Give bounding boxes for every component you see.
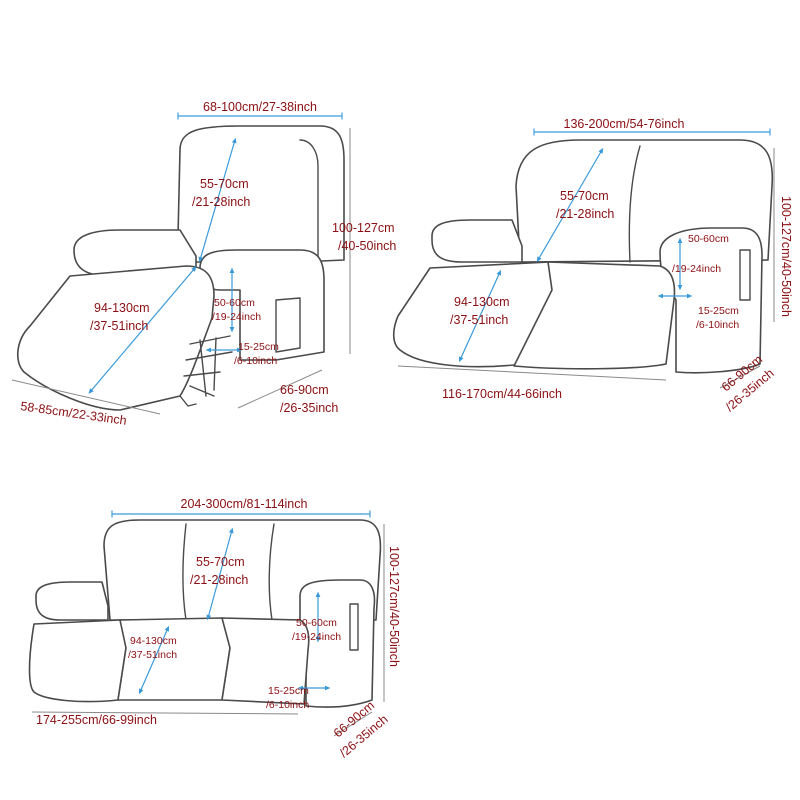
single-height-label-2: /40-50inch <box>338 239 396 253</box>
single-arm-label-2: /19-24inch <box>212 311 261 323</box>
double-height-label: 100-127cm/40-50inch <box>779 196 793 317</box>
single-depth-label-2: /26-35inch <box>280 401 338 415</box>
triple-left-arm <box>35 581 109 621</box>
double-armwidth-label-1: 15-25cm <box>698 305 739 317</box>
double-seat-label-2: /37-51inch <box>450 313 508 327</box>
triple-seat-right <box>221 617 310 705</box>
double-seat-right <box>513 261 676 370</box>
single-back-label-1: 55-70cm <box>200 177 249 191</box>
triple-back-label-2: /21-28inch <box>190 573 248 587</box>
double-left-arm <box>431 219 523 263</box>
single-armwidth-label-1: 15-25cm <box>238 341 279 353</box>
triple-armwidth-label-1: 15-25cm <box>268 685 309 697</box>
double-arm-label-2: /19-24inch <box>672 263 721 275</box>
triple-recliner <box>28 510 385 737</box>
double-recliner <box>392 128 775 389</box>
single-arm-label-1: 50-60cm <box>214 297 255 309</box>
single-backrest <box>176 125 345 263</box>
single-back-label-2: /21-28inch <box>192 195 250 209</box>
single-width-label: 68-100cm/27-38inch <box>203 100 317 114</box>
triple-height-label: 100-127cm/40-50inch <box>387 546 401 667</box>
double-front-label: 116-170cm/44-66inch <box>442 387 562 401</box>
double-back-label-1: 55-70cm <box>560 189 609 203</box>
single-mechanism <box>183 335 233 397</box>
triple-width-label: 204-300cm/81-114inch <box>181 497 308 511</box>
double-arm-label-1: 50-60cm <box>688 233 729 245</box>
single-depth-label-1: 66-90cm <box>280 383 329 397</box>
single-left-arm <box>73 229 197 277</box>
triple-seat-left <box>28 619 128 703</box>
single-height-label-1: 100-127cm <box>332 221 395 235</box>
double-back-label-2: /21-28inch <box>556 207 614 221</box>
single-seat-label-2: /37-51inch <box>90 319 148 333</box>
double-armwidth-label-2: /6-10inch <box>696 319 739 331</box>
double-width-label: 136-200cm/54-76inch <box>564 117 685 131</box>
single-recliner <box>11 112 351 415</box>
triple-arm-label-2: /19-24inch <box>292 631 341 643</box>
double-seat-label-1: 94-130cm <box>454 295 510 309</box>
triple-front-label: 174-255cm/66-99inch <box>36 713 157 727</box>
triple-back-label-1: 55-70cm <box>196 555 245 569</box>
triple-arm-label-1: 50-60cm <box>296 617 337 629</box>
triple-seat-label-1: 94-130cm <box>130 635 177 647</box>
triple-seat-label-2: /37-51inch <box>128 649 177 661</box>
single-armwidth-label-2: /6-10inch <box>234 355 277 367</box>
triple-armwidth-label-2: /6-10inch <box>266 699 309 711</box>
single-seat-label-1: 94-130cm <box>94 301 150 315</box>
